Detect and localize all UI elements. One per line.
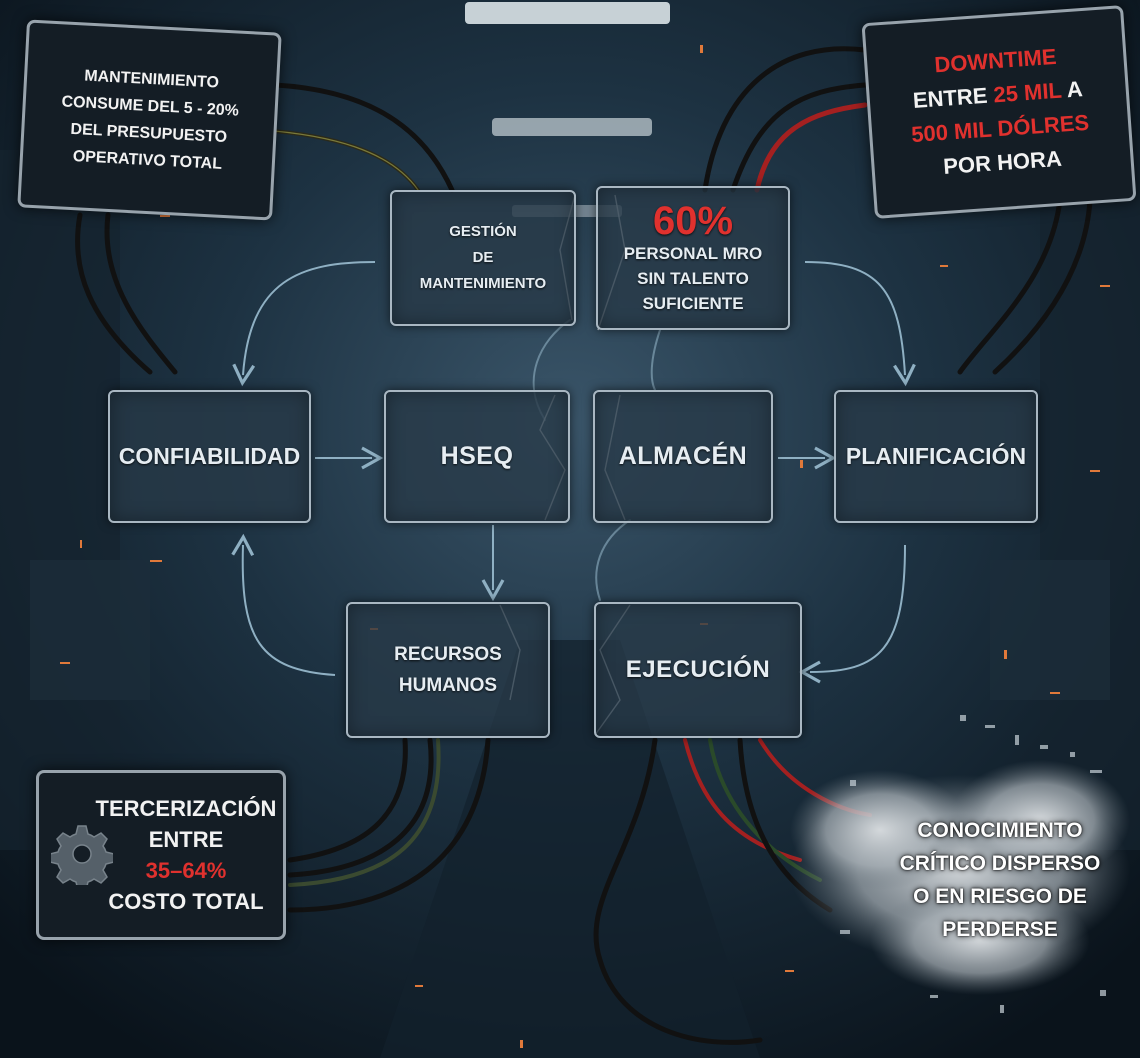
callout-downtime-line3: por hora bbox=[942, 145, 1063, 179]
callout-downtime-line1-c: a bbox=[1065, 76, 1084, 103]
node-personal-line1: Personal MRO bbox=[623, 243, 763, 263]
node-hseq: HSEQ bbox=[384, 390, 570, 523]
node-personal-stat: 60% bbox=[652, 198, 734, 243]
node-personal-line3: suficiente bbox=[642, 293, 744, 313]
callout-con-line3: o en riesgo de bbox=[913, 885, 1087, 908]
callout-con-line2: crítico disperso bbox=[899, 852, 1101, 875]
node-gestion-line2: de bbox=[472, 249, 494, 266]
node-recursos-humanos: Recursos Humanos bbox=[346, 602, 550, 738]
node-recursos-line2: Humanos bbox=[398, 675, 498, 696]
arrow-planificacion-ejecucion bbox=[798, 544, 906, 684]
callout-downtime: Downtime entre 25 mil a 500 mil dólres p… bbox=[861, 5, 1137, 219]
arrow-personal-planificacion bbox=[804, 261, 916, 387]
node-gestion-line1: Gestión bbox=[449, 223, 517, 240]
node-ejecucion: Ejecución bbox=[594, 602, 802, 738]
callout-tercerizacion: Tercerización entre 35–64% costo total bbox=[36, 770, 286, 940]
callout-terc-line4: costo total bbox=[108, 889, 264, 914]
ceiling-light-2 bbox=[492, 118, 652, 136]
callout-terc-line2: entre bbox=[148, 827, 224, 852]
callout-downtime-line1-b: 25 mil bbox=[992, 77, 1063, 108]
callout-con-line4: perderse bbox=[942, 918, 1058, 941]
node-personal-mro: 60% Personal MRO sin talento suficiente bbox=[596, 186, 790, 330]
node-gestion-line3: Mantenimiento bbox=[419, 275, 547, 292]
digital-particles bbox=[840, 715, 1106, 1013]
node-confiabilidad: Confiabilidad bbox=[108, 390, 311, 523]
node-almacen: Almacén bbox=[593, 390, 773, 523]
callout-con-line1: Conocimiento bbox=[917, 819, 1083, 842]
arrow-recursos-confiabilidad bbox=[231, 533, 336, 676]
arrow-gestion-confiabilidad bbox=[232, 261, 376, 387]
callout-conocimiento: Conocimiento crítico disperso o en riesg… bbox=[880, 814, 1120, 946]
ceiling-light-1 bbox=[465, 2, 670, 24]
right-cabinet bbox=[990, 560, 1110, 700]
node-personal-line2: sin talento bbox=[637, 268, 749, 288]
callout-terc-line1: Tercerización bbox=[95, 796, 277, 821]
node-ejecucion-label: Ejecución bbox=[625, 656, 771, 683]
node-confiabilidad-label: Confiabilidad bbox=[118, 443, 301, 469]
node-planificacion-label: Planificación bbox=[845, 443, 1027, 469]
node-hseq-label: HSEQ bbox=[440, 442, 514, 470]
corridor-floor bbox=[380, 640, 760, 1058]
node-planificacion: Planificación bbox=[834, 390, 1038, 523]
callout-mantenimiento-presupuesto: Mantenimiento consume del 5 - 20% del pr… bbox=[17, 19, 282, 221]
node-almacen-label: Almacén bbox=[618, 442, 748, 470]
node-recursos-line1: Recursos bbox=[394, 644, 502, 665]
flow-arrows bbox=[231, 261, 916, 684]
callout-downtime-line1-a: entre bbox=[912, 82, 989, 113]
cloud-shape bbox=[790, 760, 1130, 995]
node-gestion-mantenimiento: Gestión de Mantenimiento bbox=[390, 190, 576, 326]
left-machinery bbox=[0, 150, 120, 850]
right-machinery bbox=[1040, 150, 1140, 850]
callout-terc-line3: 35–64% bbox=[145, 858, 227, 883]
gear-icon bbox=[51, 825, 113, 885]
left-cabinet bbox=[30, 560, 150, 700]
